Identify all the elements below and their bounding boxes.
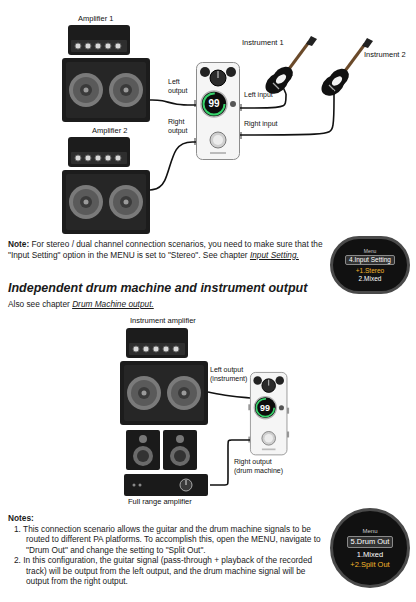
- device-label: Instrument 2: [364, 50, 406, 59]
- cable-label: Right output (drum machine): [234, 458, 286, 475]
- list-item: 2. In this configuration, the guitar sig…: [14, 555, 326, 587]
- text-block: Note:For stereo / dual channel connectio…: [8, 239, 326, 260]
- menu-item: 1.Mixed: [357, 550, 383, 560]
- text-block: Notes:1. This connection scenario allows…: [8, 513, 326, 587]
- cable-label: Right input: [244, 120, 277, 129]
- instrument: Instrument 2: [314, 34, 408, 94]
- full-range-amplifier-unit: [133, 484, 136, 487]
- menu-screen: Menu5.Drum Out 1.Mixed+2.Split Out: [330, 508, 410, 588]
- chapter-link: Input Setting.: [250, 250, 299, 260]
- full-range-amplifier-unit: [139, 484, 142, 487]
- monitor-speaker: [126, 430, 160, 470]
- monitor-speaker: [163, 430, 197, 470]
- note-heading: Note:: [8, 239, 29, 249]
- guitar-illustration: [317, 38, 373, 100]
- cable: [150, 142, 196, 190]
- section-heading: Independent drum machine and instrument …: [8, 281, 307, 296]
- note-text: Also see chapter: [8, 299, 70, 309]
- amplifier-illustration: [120, 328, 208, 425]
- cable: [208, 392, 250, 398]
- pedal: 99: [196, 62, 240, 160]
- full-range-amplifier-unit: [124, 474, 208, 496]
- cable-stub: [283, 87, 286, 94]
- menu-item: +1.Stereo: [356, 267, 384, 275]
- list-item: 1. This connection scenario allows the g…: [14, 524, 326, 556]
- text-block: Also see chapterDrum Machine output.: [8, 299, 338, 310]
- amplifier: Amplifier 1: [62, 14, 150, 122]
- amplifier-illustration: [62, 137, 150, 234]
- pedal: 99: [250, 372, 287, 455]
- menu-item: 2.Mixed: [359, 275, 382, 283]
- instrument: Instrument 1: [242, 34, 312, 94]
- cable-label: Right output: [168, 118, 196, 135]
- menu-item: +2.Split Out: [350, 560, 389, 570]
- amplifier-illustration: [62, 25, 150, 122]
- amplifier: Instrument amplifier: [120, 316, 208, 426]
- device-label: Amplifier 1: [78, 14, 113, 23]
- menu-item: Menu: [362, 527, 377, 535]
- pedal-illustration: [248, 372, 289, 454]
- device-label: Amplifier 2: [92, 126, 127, 135]
- cable-stub: [333, 90, 334, 94]
- cable: [150, 100, 196, 105]
- menu-screen: Menu4.Input Setting +1.Stereo2.Mixed: [330, 236, 410, 294]
- menu-item: 5.Drum Out: [347, 536, 394, 548]
- full-range-amplifier-unit: [186, 480, 187, 485]
- full-range-amplifier-unit: [180, 479, 192, 491]
- menu-item: 4.Input Setting: [345, 255, 395, 265]
- amplifier: Amplifier 2: [62, 126, 150, 234]
- cable-label: Left input: [244, 91, 273, 100]
- full-range-amplifier-unit: [124, 474, 208, 496]
- full-range-amplifier: Full range amplifier: [124, 428, 210, 510]
- device-label: Instrument 1: [242, 38, 284, 47]
- cable: [240, 94, 334, 135]
- chapter-link: Drum Machine output.: [72, 299, 154, 309]
- device-label: Instrument amplifier: [130, 316, 196, 325]
- cable-label: Left output: [168, 78, 194, 95]
- device-label: Full range amplifier: [128, 497, 192, 506]
- menu-item: Menu: [364, 248, 377, 254]
- device-label: 99: [202, 98, 226, 110]
- cable-label: Left output (instrument): [210, 366, 250, 383]
- pedal-illustration: [194, 63, 242, 160]
- note-heading: Notes:: [8, 513, 326, 524]
- device-label: 99: [255, 403, 275, 413]
